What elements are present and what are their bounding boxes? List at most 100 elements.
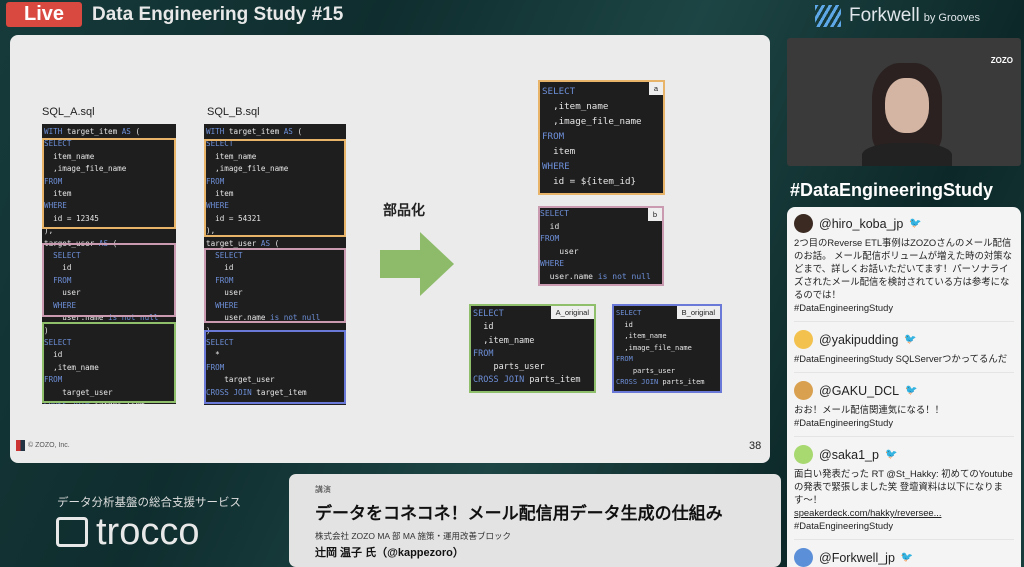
code-line: FROM: [44, 375, 63, 385]
code-line: ,item_name: [616, 332, 667, 340]
code-line: SELECT: [540, 209, 569, 218]
code-line: SELECT: [215, 251, 243, 261]
code-line: id: [616, 320, 633, 329]
twitter-bird-icon: 🐦: [900, 552, 914, 563]
code-line: ,image_file_name: [44, 164, 127, 174]
code-line: SELECT: [542, 86, 576, 97]
code-line: SELECT: [44, 337, 72, 347]
code-line: item: [206, 189, 234, 199]
code-line: ,item_name: [44, 362, 99, 372]
session-title: データをコネコネ！メール配信用データ生成の仕組み: [315, 504, 723, 523]
avatar: [794, 445, 813, 464]
code-line: ,image_file_name: [616, 343, 692, 352]
sponsor-name: Forkwell: [849, 5, 920, 26]
code-line: user.name is not null: [44, 313, 159, 323]
zozo-logo-icon: [16, 440, 25, 451]
code-line: id: [44, 263, 72, 273]
code-line: WHERE: [206, 201, 229, 211]
tweet-user[interactable]: @yakipudding: [819, 332, 899, 347]
tweet[interactable]: @saka1_p 🐦 面白い発表だった RT @St_Hakky: 初めてのYout…: [794, 442, 1014, 540]
hashtag-title: #DataEngineeringStudy: [790, 180, 994, 200]
code-line: target_user AS (: [44, 238, 118, 248]
code-line: target_user: [44, 387, 113, 397]
code-line: CROSS JOIN parts_item: [473, 375, 581, 386]
tweet[interactable]: @GAKU_DCL 🐦 おお！メール配信関連気になる！！ #DataEngineeri…: [794, 378, 1014, 437]
tweet-link[interactable]: speakerdeck.com/hakky/reversee...: [794, 507, 942, 518]
speaker-org: 株式会社 ZOZO MA 部 MA 施策・運用改善ブロック: [315, 531, 511, 541]
code-line: user.name is not null: [206, 313, 321, 323]
cart-icon: [56, 517, 88, 547]
tweet-text: 面白い発表だった RT @St_Hakky: 初めてのYoutubeの発表で緊張…: [794, 468, 1013, 505]
tweet-user[interactable]: @hiro_koba_jp: [819, 216, 904, 231]
right-arrow-icon: [380, 232, 454, 296]
twitter-bird-icon: 🐦: [884, 449, 898, 460]
code-line: FROM: [53, 275, 72, 285]
speaker-webcam: ZOZO: [787, 38, 1021, 166]
avatar: [794, 381, 813, 400]
sql-b-code: WITH target_item AS (SELECT item_name ,i…: [204, 124, 346, 405]
tweet[interactable]: @hiro_koba_jp🐦2つ目のReverse ETL事例はZOZOさんのメ…: [794, 211, 1014, 322]
code-line: target_user AS (: [206, 238, 280, 248]
sponsor-by: by Grooves: [923, 12, 980, 24]
tweet[interactable]: @Forkwell_jp 🐦: [794, 545, 1014, 567]
lower-third: 講演 データをコネコネ！メール配信用データ生成の仕組み 株式会社 ZOZO MA…: [289, 474, 781, 567]
tweet-user[interactable]: @saka1_p: [819, 447, 879, 462]
event-title: Data Engineering Study #15: [92, 4, 344, 25]
code-line: ,image_file_name: [206, 164, 289, 174]
session-kind: 講演: [315, 485, 331, 494]
avatar: [794, 548, 813, 567]
code-tag: B_original: [676, 306, 720, 319]
code-line: id: [473, 322, 494, 333]
code-line: item_name: [206, 151, 257, 161]
speaker-name: 辻岡 温子 氏（@kappezoro）: [315, 547, 464, 559]
code-line: user: [206, 288, 243, 298]
code-line: id = ${item_id}: [542, 176, 637, 187]
code-line: FROM: [540, 234, 560, 243]
live-badge: Live: [6, 2, 82, 27]
forkwell-icon: [815, 5, 841, 27]
code-line: ),: [206, 226, 216, 236]
code-line: ): [44, 325, 49, 335]
code-line: FROM: [473, 348, 494, 359]
tweet-hashtag[interactable]: #DataEngineeringStudy: [794, 417, 894, 428]
code-line: ,item_name: [542, 101, 609, 112]
trocco-subtitle: データ分析基盤の総合支援サービス: [57, 497, 241, 509]
code-line: SELECT: [53, 251, 81, 261]
code-line: FROM: [616, 355, 633, 363]
tweet-feed[interactable]: @hiro_koba_jp🐦2つ目のReverse ETL事例はZOZOさんのメ…: [787, 207, 1021, 567]
tweet[interactable]: @yakipudding🐦#DataEngineeringStudy SQLSe…: [794, 327, 1014, 373]
code-line: target_user: [206, 375, 275, 385]
code-line: parts_user: [616, 366, 676, 375]
trocco-name: trocco: [96, 511, 200, 553]
code-line: FROM: [44, 176, 63, 186]
copyright: © ZOZO, Inc.: [28, 442, 70, 449]
code-line: WHERE: [53, 300, 77, 310]
code-line: SELECT: [616, 309, 642, 317]
tweet-hashtag[interactable]: #DataEngineeringStudy: [794, 520, 894, 531]
slide-footer: © ZOZO, Inc.: [16, 440, 70, 451]
code-line: FROM: [206, 362, 225, 372]
code-line: item: [542, 146, 576, 157]
tweet-text: おお！メール配信関連気になる！！: [794, 404, 945, 415]
code-line: id: [44, 350, 63, 360]
tweet-user[interactable]: @GAKU_DCL: [819, 383, 900, 398]
code-line: ,image_file_name: [542, 116, 642, 127]
tweet-hashtag[interactable]: #DataEngineeringStudy: [794, 302, 894, 313]
sql-a-code: WITH target_item AS (SELECT item_name ,i…: [42, 124, 176, 404]
tweet-user[interactable]: @Forkwell_jp: [819, 550, 895, 565]
code-line: ,item_name: [473, 335, 535, 346]
code-line: CROSS JOIN parts_item: [616, 378, 705, 386]
code-line: item_name: [44, 151, 95, 161]
sql-a-label: SQL_A.sql: [42, 106, 95, 118]
code-line: CROSS JOIN target_item: [44, 399, 174, 404]
code-tag: b: [647, 208, 662, 221]
code-line: SELECT: [206, 337, 234, 347]
avatar: [794, 214, 813, 233]
code-line: FROM: [206, 176, 225, 186]
code-line: SELECT: [473, 309, 504, 319]
twitter-bird-icon: 🐦: [905, 385, 918, 396]
